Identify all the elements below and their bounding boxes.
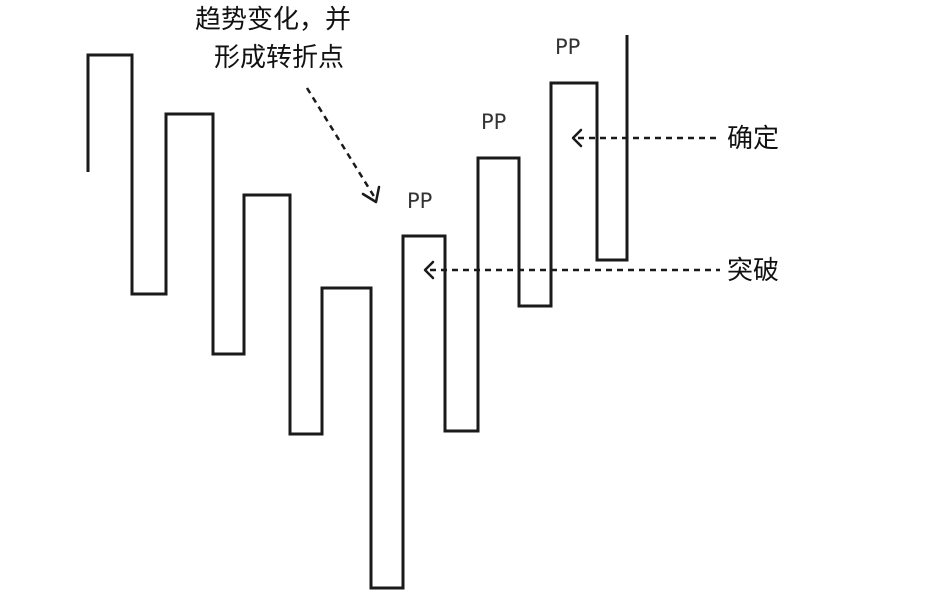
pp-label-2: PP	[481, 110, 506, 134]
trend-change-label-line2: 形成转折点	[214, 43, 344, 73]
trend-change-label-line1: 趋势变化，并	[195, 5, 351, 35]
pp-label-3: PP	[555, 35, 580, 59]
price-zigzag-line	[86, 35, 629, 590]
breakout-label: 突破	[727, 256, 779, 286]
trend-change-pointer	[305, 87, 377, 199]
pp-label-1: PP	[407, 189, 432, 213]
trend-change-pointer-head	[361, 185, 381, 204]
confirm-label: 确定	[727, 124, 779, 154]
breakout-pointer-head	[423, 260, 435, 280]
confirm-pointer-head	[571, 128, 583, 148]
